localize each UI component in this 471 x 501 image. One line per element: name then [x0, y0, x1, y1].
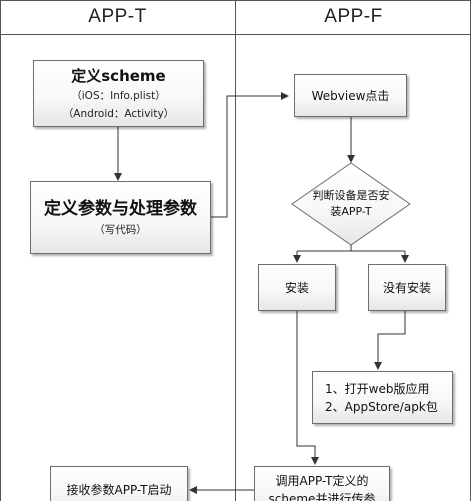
webview-click-box: Webview点击 [294, 74, 407, 117]
installed-box: 安装 [258, 264, 336, 311]
define-scheme-title: 定义scheme [71, 66, 166, 85]
call-scheme-line-1: 调用APP-T定义的 [275, 474, 369, 488]
receive-params-label: 接收参数APP-T启动 [66, 483, 172, 497]
define-scheme-ios: （iOS：Info.plist） [71, 89, 166, 102]
arrow-not-installed-to-fallback [374, 311, 406, 370]
fallback-box: 1、打开web版应用 2、AppStore/apk包 [312, 371, 453, 424]
define-params-box: 定义参数与处理参数 （写代码） [30, 181, 211, 254]
receive-params-box: 接收参数APP-T启动 [50, 466, 188, 501]
define-scheme-box: 定义scheme （iOS：Info.plist） （Android：Activ… [33, 60, 204, 127]
webview-click-label: Webview点击 [311, 88, 390, 103]
installed-label: 安装 [284, 280, 309, 295]
fallback-option-web: 1、打开web版应用 [325, 381, 430, 396]
decision-line-2: 装APP-T [330, 205, 372, 218]
not-installed-label: 没有安装 [382, 280, 431, 295]
not-installed-box: 没有安装 [368, 264, 446, 311]
decision-text: 判断设备是否安 装APP-T [295, 172, 407, 236]
define-scheme-android: （Android：Activity） [62, 107, 175, 120]
arrow-installed-to-call-scheme [296, 311, 319, 465]
arrow-params-to-webview [211, 92, 289, 218]
call-scheme-box: 调用APP-T定义的 scheme并进行传参 [254, 466, 390, 501]
lane-title-app-t: APP-T [88, 6, 147, 27]
fallback-option-store: 2、AppStore/apk包 [325, 399, 438, 414]
define-params-note: （写代码） [94, 223, 147, 236]
decision-line-1: 判断设备是否安 [312, 189, 390, 202]
define-params-title: 定义参数与处理参数 [44, 198, 197, 219]
lane-title-app-f: APP-F [324, 6, 383, 27]
call-scheme-line-2: scheme并进行传参 [268, 492, 376, 501]
